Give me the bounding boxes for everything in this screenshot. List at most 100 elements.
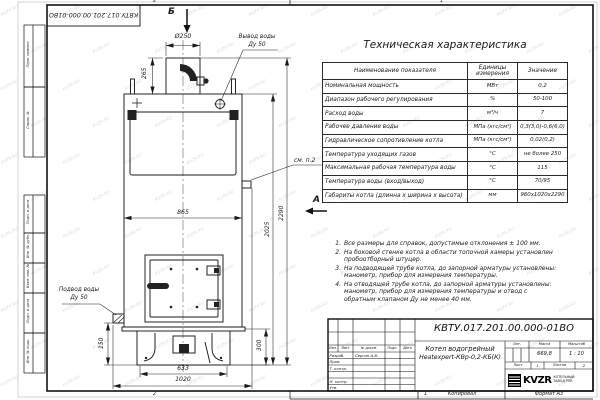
spec-row: Габариты котла (длинна х ширина х высота…	[322, 188, 568, 204]
outlet-label-line2: Ду 50	[248, 42, 266, 48]
spec-col-value: Значение	[517, 62, 568, 80]
sig-name-razrab: Сергин А.В.	[355, 352, 379, 358]
mass-value: 669,8	[537, 351, 552, 357]
dim-1020: 1020	[175, 376, 191, 383]
spec-value: 70/95	[517, 174, 568, 190]
col-podp: Подп.	[387, 345, 398, 350]
dim-265: 265	[140, 67, 148, 79]
dim-150: 150	[97, 337, 105, 349]
inlet-label-line2: Ду 50	[70, 295, 88, 301]
format-label: Формат А3	[534, 391, 564, 397]
note-number: 2.	[335, 248, 341, 256]
spec-unit: %	[467, 92, 518, 108]
note-text: На подводящей трубе котла, до запорной а…	[344, 264, 557, 280]
col-data: Дата	[403, 345, 412, 350]
title-block-grid	[327, 318, 594, 392]
spec-row: Диапазон рабочего регулирования%50-100	[322, 92, 568, 108]
dim-300: 300	[255, 339, 263, 351]
spec-param: Температура уходящих газов	[322, 147, 468, 163]
sheets-label: Листов	[552, 362, 567, 367]
sig-label-utv: Утв.	[329, 385, 338, 390]
frame-label-inv-podl: Инв. № подл.	[25, 338, 30, 364]
view-arrows	[183, 9, 327, 215]
furnace-door	[144, 254, 224, 323]
spec-param: Гидравлическое сопротивление котла	[322, 133, 468, 149]
dim-2025: 2025	[263, 221, 271, 237]
see-note-label: см. п.2	[294, 156, 316, 164]
spec-unit: м³/ч	[467, 106, 518, 122]
spec-unit: °С	[467, 147, 518, 163]
sheet-label: Лист	[513, 362, 523, 367]
kvzr-company-name: КОТЕЛЬНЫЙ ЗАВОД РЭП	[553, 376, 574, 383]
zone-mark-bottom-mid: 1	[424, 391, 428, 397]
doc-number-rotated: КВТУ.017.201.00.000-01ВО	[48, 10, 139, 19]
upper-panel	[129, 111, 237, 176]
spec-param: Рабочее давление воды	[322, 120, 468, 135]
view-b-label: Б	[168, 7, 175, 17]
zone-mark-top-right: 1	[440, 0, 444, 4]
water-inlet-port	[112, 313, 125, 324]
note-number: 3.	[335, 264, 341, 272]
note-item: 3.На подводящей трубе котла, до запорной…	[332, 265, 560, 280]
spec-param: Диапазон рабочего регулирования	[322, 92, 468, 108]
sheet-value: 1	[536, 362, 539, 368]
mass-label: Масса	[538, 341, 551, 346]
sig-label-nkontr: Н. контр.	[329, 378, 348, 384]
spec-unit: °С	[467, 161, 518, 176]
scale-label: Масштаб	[567, 341, 586, 346]
spec-unit: °С	[467, 174, 518, 190]
view-a-label: А	[313, 195, 320, 205]
spec-value: 0,2	[517, 79, 568, 94]
zone-mark-bottom-left: 2	[153, 391, 157, 397]
spec-col-units: Единицы измерения	[467, 62, 518, 80]
see-note-leader	[250, 164, 322, 181]
spec-unit: мм	[467, 188, 518, 204]
note-item: 1.Все размеры для справок, допустимые от…	[332, 240, 560, 247]
dim-633: 633	[177, 365, 189, 372]
spec-value: 0,02(0,2)	[517, 133, 568, 149]
note-number: 4.	[335, 281, 341, 289]
spec-unit: МПа (кгс/см²)	[467, 120, 518, 135]
note-item: 2.На боковой стенке котла в области топо…	[332, 249, 560, 264]
spec-table: Наименование показателя Единицы измерени…	[322, 62, 568, 204]
col-list: Лист	[341, 345, 350, 350]
base-pedestal	[136, 331, 231, 366]
door-handle	[147, 283, 169, 289]
notes: 1.Все размеры для справок, допустимые от…	[332, 240, 560, 305]
gas-elbow	[180, 64, 197, 81]
spec-value: 960х1020х2290	[517, 188, 568, 204]
sheets-value: 2	[582, 362, 586, 368]
spec-value: 7	[517, 106, 568, 122]
spec-value: не более 250	[517, 147, 568, 163]
spec-param: Габариты котла (длинна х ширина х высота…	[322, 188, 468, 204]
product-name-line1: Котел водогрейный	[425, 345, 495, 353]
sig-label-razrab: Разраб.	[329, 352, 345, 358]
col-izm: Изм.	[329, 345, 337, 350]
spec-header-row: Наименование показателя Единицы измерени…	[322, 62, 568, 80]
note-text: На отводящей трубе котла, до запорной ар…	[344, 281, 552, 303]
scale-value: 1 : 10	[569, 351, 584, 357]
spec-value: 0,3(3,0)-0,6(6,0)	[517, 120, 568, 135]
boiler-details	[127, 64, 239, 360]
spec-col-name: Наименование показателя	[322, 62, 468, 80]
sheet-frame	[17, 0, 598, 400]
spec-unit: МВт	[467, 79, 518, 94]
dim-865: 865	[177, 208, 189, 216]
sig-label-prov: Пров.	[329, 359, 341, 364]
door-hinge-top	[206, 265, 221, 276]
frame-label-perv-primen: Перв. примен.	[25, 40, 30, 68]
kvzr-logo-icon	[508, 373, 521, 387]
inlet-leader	[62, 303, 117, 316]
zone-mark-top-left: 2	[153, 0, 157, 4]
spec-param: Температура воды (вход/выход)	[322, 174, 468, 190]
spec-param: Максимальная рабочая температура воды	[322, 161, 468, 176]
spec-param: Расход воды	[322, 106, 468, 122]
outlet-label-line1: Вывод воды	[238, 34, 276, 40]
